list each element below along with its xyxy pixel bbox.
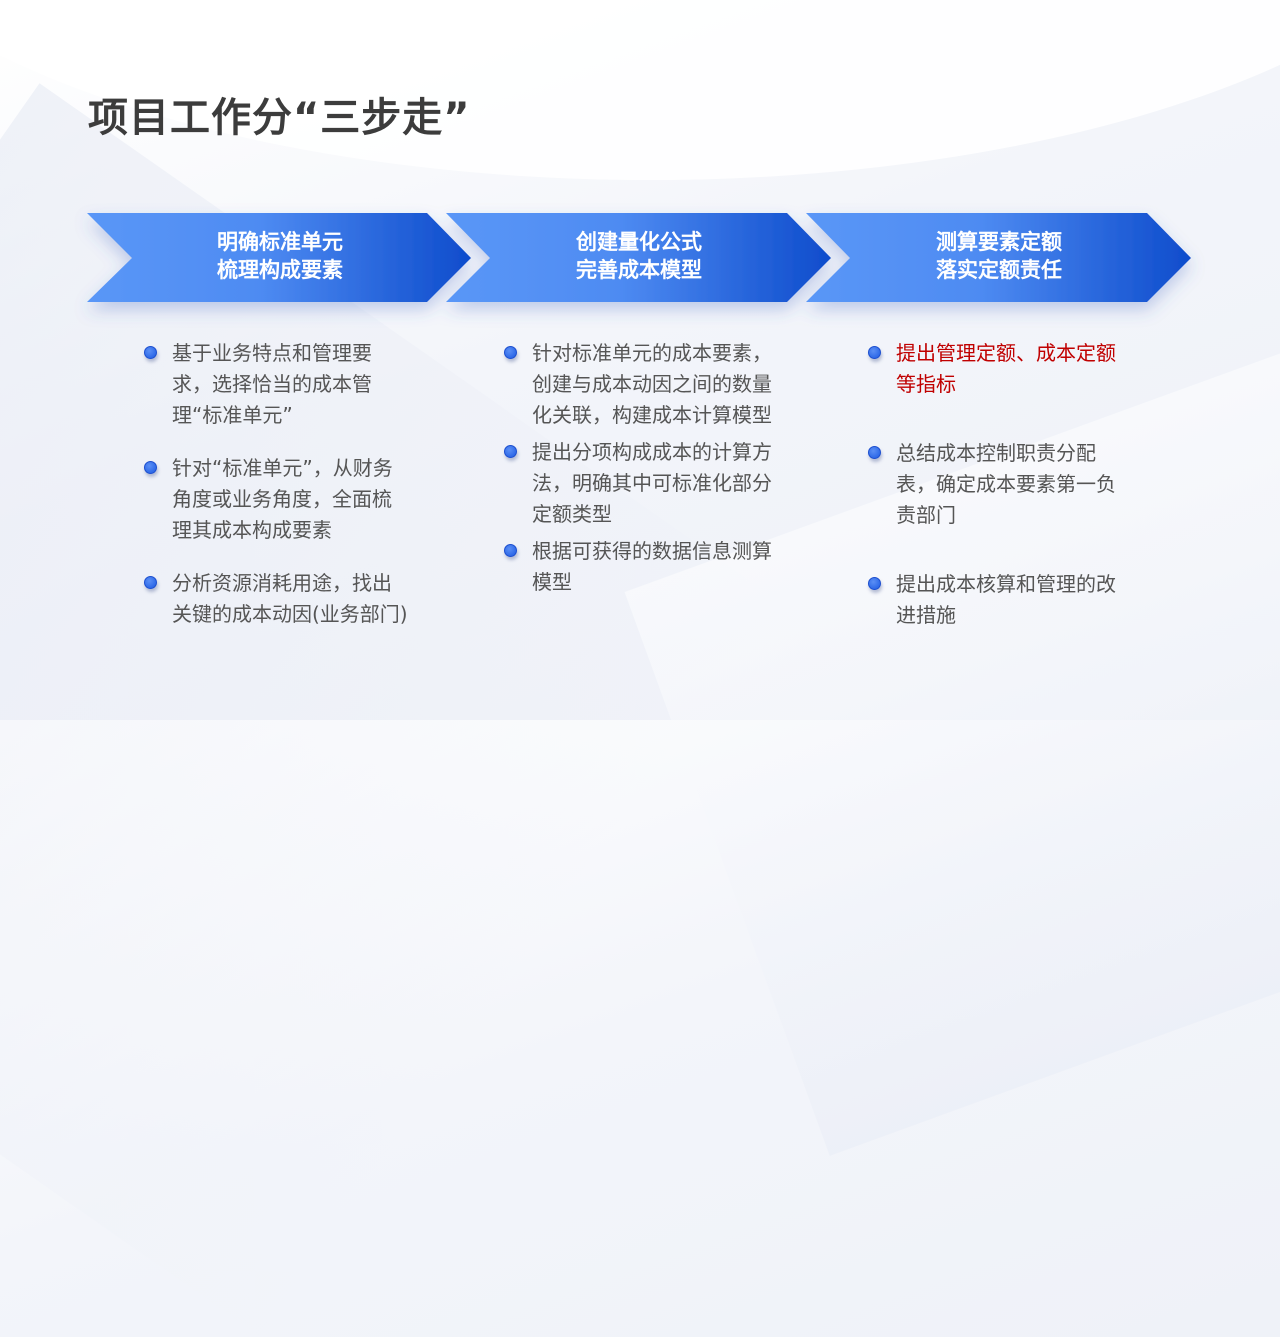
step-3-list: 提出管理定额、成本定额等指标 总结成本控制职责分配表，确定成本要素第一负责部门 … [864,338,1118,631]
list-item: 基于业务特点和管理要求，选择恰当的成本管理“标准单元” [140,338,410,431]
bullet-icon [504,445,517,458]
step-arrow-1 [87,213,471,302]
bullet-icon [144,576,157,589]
bullet-icon [868,446,881,459]
bullet-icon [868,577,881,590]
step-3-title: 测算要素定额 [936,230,1062,254]
list-item: 针对标准单元的成本要素，创建与成本动因之间的数量化关联，构建成本计算模型 [500,338,772,431]
bullet-icon [504,544,517,557]
step-2-title: 创建量化公式 [576,230,702,254]
step-2-list: 针对标准单元的成本要素，创建与成本动因之间的数量化关联，构建成本计算模型 提出分… [500,338,772,598]
step-arrows [87,213,1191,302]
step-2-label: 创建量化公式 完善成本模型 [489,228,789,284]
bullet-icon [144,461,157,474]
list-item: 针对“标准单元”，从财务角度或业务角度，全面梳理其成本构成要素 [140,453,410,546]
step-2-subtitle: 完善成本模型 [576,258,702,282]
list-item: 根据可获得的数据信息测算模型 [500,536,772,598]
list-item-highlight: 提出管理定额、成本定额等指标 [864,338,1118,400]
step-1-label: 明确标准单元 梳理构成要素 [130,228,430,284]
step-arrow-3 [806,213,1191,302]
step-1-title: 明确标准单元 [217,230,343,254]
step-3-label: 测算要素定额 落实定额责任 [849,228,1149,284]
step-arrow-2 [446,213,831,302]
step-3-subtitle: 落实定额责任 [936,258,1062,282]
list-item: 提出分项构成成本的计算方法，明确其中可标准化部分定额类型 [500,437,772,530]
list-item: 总结成本控制职责分配表，确定成本要素第一负责部门 [864,438,1118,531]
step-1-list: 基于业务特点和管理要求，选择恰当的成本管理“标准单元” 针对“标准单元”，从财务… [140,338,410,630]
page-title: 项目工作分“三步走” [88,95,471,141]
list-item: 提出成本核算和管理的改进措施 [864,569,1118,631]
bullet-icon [144,346,157,359]
bullet-icon [868,346,881,359]
bullet-icon [504,346,517,359]
step-1-subtitle: 梳理构成要素 [217,258,343,282]
list-item: 分析资源消耗用途，找出关键的成本动因(业务部门) [140,568,410,630]
